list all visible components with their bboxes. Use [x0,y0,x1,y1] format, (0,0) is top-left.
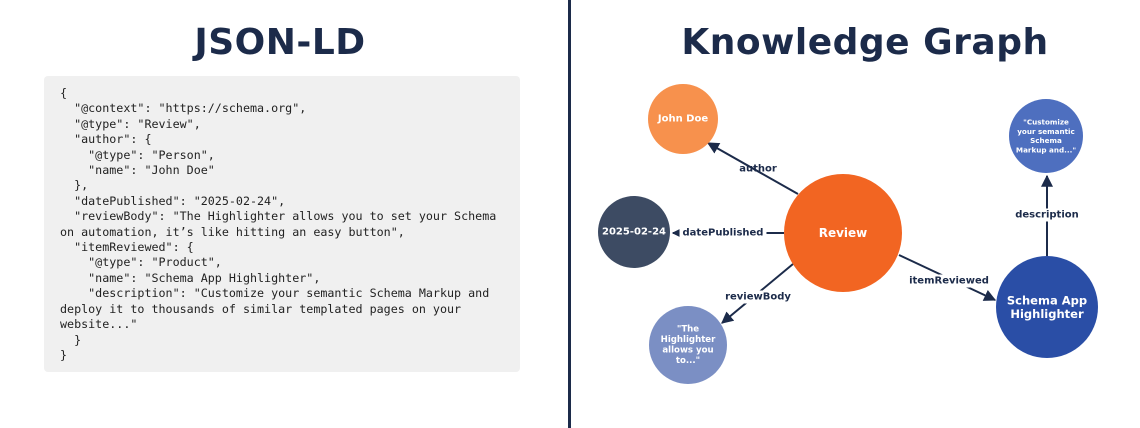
json-ld-title: JSON-LD [194,22,366,63]
node-label-john: John Doe [657,114,708,125]
node-label-desc: "Customize [1023,118,1069,127]
code-line: deploy it to thousands of similar templa… [60,301,462,316]
code-line: on automation, it’s like hitting an easy… [60,224,405,239]
code-line: "@type": "Product", [60,255,222,270]
code-line: "reviewBody": "The Highlighter allows yo… [60,209,497,224]
node-circle-body [649,306,727,384]
edge-label-itemReviewed: itemReviewed [909,276,989,287]
divider [568,0,571,428]
node-date: 2025-02-24 [598,196,670,268]
node-label-desc: Schema [1030,136,1062,145]
node-circle-desc [1009,99,1083,173]
knowledge-graph-title: Knowledge Graph [681,22,1049,63]
edge-label-reviewBody: reviewBody [725,292,791,303]
node-label-body: Highlighter [661,335,717,345]
node-circle-date [598,196,670,268]
edge-label-background [906,274,992,288]
code-line: "name": "Schema App Highlighter", [60,270,321,285]
node-circle-product [996,256,1098,358]
node-label-review: Review [819,226,868,240]
node-label-date: 2025-02-24 [602,227,666,238]
code-line: "name": "John Doe" [60,163,215,178]
code-line: "itemReviewed": { [60,240,194,255]
code-line: "@type": "Review", [60,116,201,131]
edge-label-background [1012,208,1082,222]
json-ld-code-block: { "@context": "https://schema.org", "@ty… [44,76,520,372]
edge-label-datePublished: datePublished [683,228,764,239]
code-line: "@type": "Person", [60,147,215,162]
node-label-body: to..." [676,356,700,366]
node-review: Review [784,174,902,292]
edge-author [706,142,799,195]
node-john: John Doe [648,84,718,154]
edge-label-background [722,290,795,304]
edge-label-author: author [739,164,777,175]
code-line: } [60,347,68,362]
node-label-product: Schema App [1007,293,1087,307]
node-circle-review [784,174,902,292]
edge-label-description: description [1015,210,1079,221]
node-label-desc: your semantic [1017,127,1075,136]
code-line: } [60,332,82,347]
node-label-product: Highlighter [1010,307,1084,321]
code-line: "@context": "https://schema.org", [60,101,307,116]
node-label-body: "The [677,324,699,334]
code-line: "datePublished": "2025-02-24", [60,193,286,208]
code-line: "author": { [60,132,152,147]
node-label-body: allows you [662,345,713,355]
code-line: { [60,86,68,100]
code-line: website..." [60,317,138,332]
code-line: }, [60,178,89,193]
edge-label-background [679,226,767,240]
node-circle-john [648,84,718,154]
node-label-desc: Markup and..." [1016,145,1076,154]
code-line: "description": "Customize your semantic … [60,286,490,301]
